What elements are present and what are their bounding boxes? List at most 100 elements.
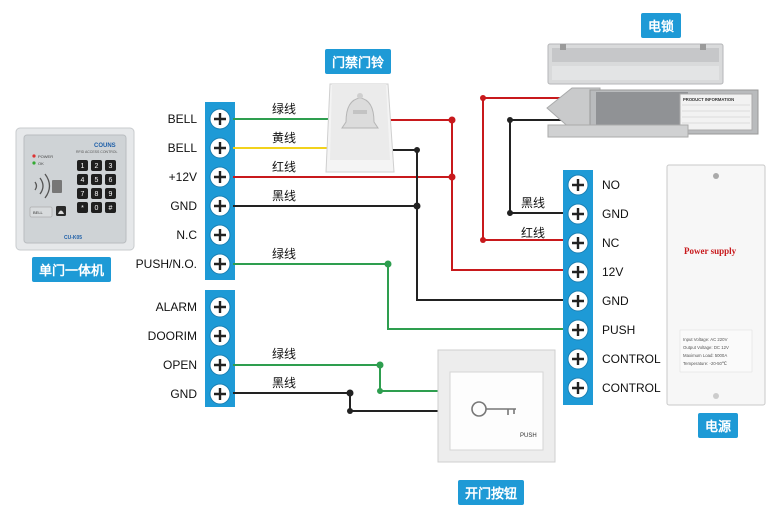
wire-label-green-1: 绿线 [272,101,296,116]
keypad-key [77,160,88,171]
reader-ok-label: OK [38,161,44,166]
reader-subtitle: RFID ACCESS CONTROL [76,150,117,154]
lock-plate-text: PRODUCT INFORMATION [683,97,734,102]
wire-label-red-1: 红线 [272,159,296,174]
plus-icon [572,179,584,191]
wire-green-open [233,364,440,392]
keypad-key-label: 6 [109,177,113,184]
plus-icon [572,237,584,249]
terminal-screw [567,319,589,341]
terminal-screw [209,253,231,275]
plus-icon [214,258,226,270]
wire-label-green-2: 绿线 [272,246,296,261]
wire-black-open-gnd [233,392,440,412]
wire-label-black-lock: 黑线 [521,196,545,210]
plus-icon [214,229,226,241]
plus-icon [572,266,584,278]
plus-icon [214,200,226,212]
power-spec-4: Temperature: -20-50℃ [683,361,727,366]
terminal-label: CONTROL [602,381,661,395]
terminal-label: GND [170,199,197,213]
terminal-screw [209,354,231,376]
plus-icon [214,330,226,342]
keypad-key [105,202,116,213]
plus-icon [214,142,226,154]
terminal-screw [567,232,589,254]
keypad-key-label: # [109,205,113,212]
key-icon [471,401,516,417]
wire-red-bell [390,119,453,177]
keypad-key [91,202,102,213]
access-reader: COUNS RFID ACCESS CONTROL POWER OK BELL … [15,127,135,251]
keypad-key-label: 9 [109,191,113,198]
keypad-key [77,188,88,199]
terminal-screw [567,290,589,312]
terminal-label: NO [602,178,620,192]
electric-lock: PRODUCT INFORMATION [546,43,759,138]
keypad-key-label: 4 [81,177,85,184]
plus-icon [214,388,226,400]
plus-icon [214,171,226,183]
rfid-wave-icon [34,173,51,199]
exit-push-button: PUSH [437,349,556,463]
keypad-key-label: 3 [109,163,113,170]
terminal-label: GND [170,387,197,401]
plus-icon [214,113,226,125]
keypad-key [105,174,116,185]
terminal-screw [209,224,231,246]
keypad-key-label: 1 [81,163,85,170]
plus-icon [572,382,584,394]
plus-icon [572,295,584,307]
terminal-label: NC [602,236,620,250]
terminal-screw [209,383,231,405]
terminal-label: 12V [602,265,623,279]
doorbell-unit [325,83,395,173]
terminal-label: CONTROL [602,352,661,366]
wire-black-gnd [233,205,563,301]
plus-icon [572,324,584,336]
terminal-label: BELL [168,141,198,155]
terminal-screw [209,137,231,159]
label-exit-button: 开门按钮 [458,480,525,505]
keypad-key-label: 7 [81,191,85,198]
keypad-key [77,202,88,213]
keypad-key-label: 0 [95,205,99,212]
power-spec-1: Input Voltage: AC 220V [683,337,728,342]
wire-label-green-3: 绿线 [272,346,296,361]
plus-icon [214,359,226,371]
terminal-label: PUSH [602,323,635,337]
keypad-key [105,188,116,199]
reader-model: CU-K05 [64,235,82,241]
keypad-key-label: 2 [95,163,99,170]
terminal-screw [567,203,589,225]
label-power: 电源 [698,413,739,438]
keypad-key [105,160,116,171]
terminal-screw [567,174,589,196]
reader-brand: COUNS [94,143,116,149]
power-spec-3: Maximum Load: 5000A [683,353,727,358]
terminal-screw [209,166,231,188]
terminal-screw [567,377,589,399]
wire-label-black-3: 黑线 [272,376,296,390]
reader-bell-label: BELL [33,210,44,215]
terminal-screw [209,296,231,318]
terminal-screw [209,108,231,130]
plus-icon [572,353,584,365]
bell-key-icon [56,206,66,216]
terminal-label: DOORIM [148,329,197,343]
terminal-screw [209,325,231,347]
wire-red-12v [233,176,563,271]
plus-icon [572,208,584,220]
keypad-key [77,174,88,185]
wire-label-red-lock: 红线 [521,225,545,240]
terminal-label: OPEN [163,358,197,372]
power-supply-title: Power supply [684,246,737,256]
wire-junctions [346,95,513,414]
keypad-key-label: 8 [95,191,99,198]
keypad-key [91,160,102,171]
plus-icon [214,301,226,313]
terminal-label: GND [602,207,629,221]
terminal-label: +12V [169,170,197,184]
wire-label-black-1: 黑线 [272,189,296,203]
label-reader: 单门一体机 [32,257,112,282]
